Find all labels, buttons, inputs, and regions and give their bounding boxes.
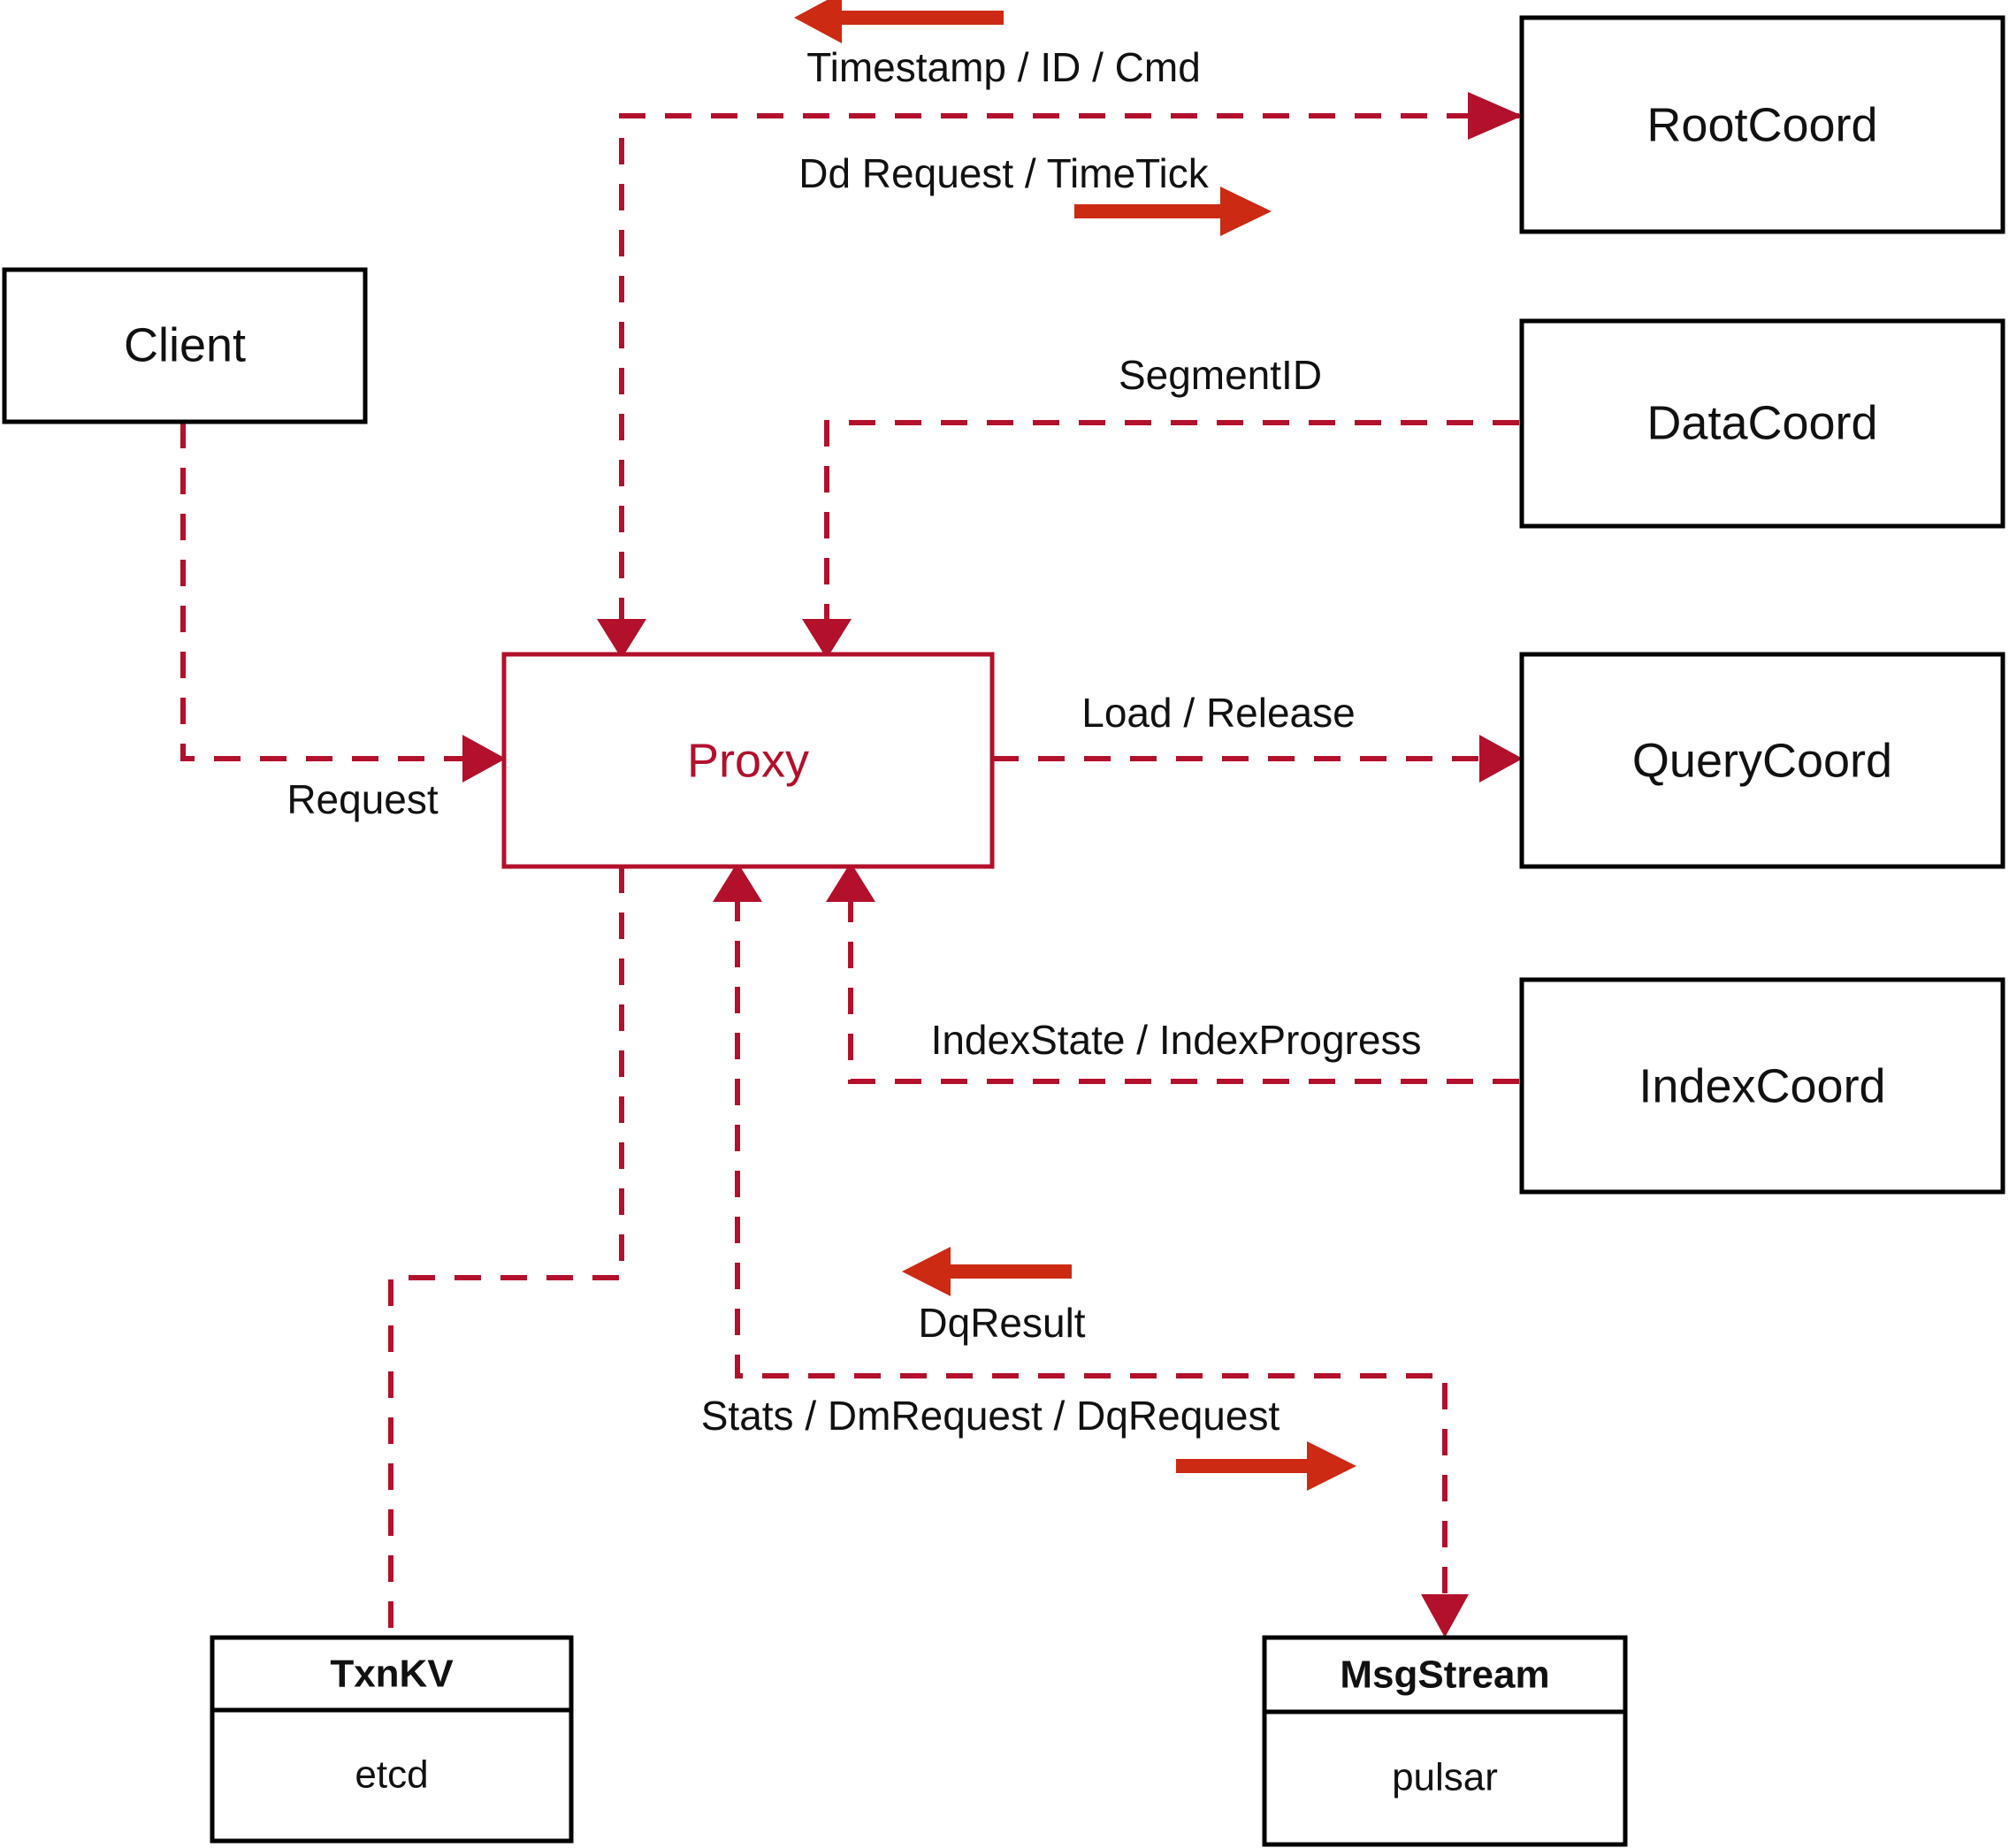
direction-arrow-head-3 xyxy=(902,1247,951,1296)
edge-label-request: Request xyxy=(286,776,439,822)
edge-label-dd-request-timetick: Dd Request / TimeTick xyxy=(798,150,1210,196)
direction-arrow-shaft-4 xyxy=(1176,1459,1307,1473)
edge-path-client-proxy xyxy=(180,422,477,761)
node-datacoord-label: DataCoord xyxy=(1646,396,1877,449)
node-msgstream-header-rect[interactable] xyxy=(1262,1635,1628,1714)
edge-path-rootcoord-proxy xyxy=(619,113,1519,628)
edge-path-proxy-msgstream xyxy=(735,895,1448,1609)
edge-proxy-msgstream xyxy=(713,862,1469,1638)
arrowhead-rootcoord-proxy xyxy=(597,619,646,659)
direction-arrow-head-1 xyxy=(794,0,842,43)
node-indexcoord-rect[interactable] xyxy=(1519,977,2005,1195)
node-indexcoord-label: IndexCoord xyxy=(1639,1059,1885,1112)
edge-label-segmentid: SegmentID xyxy=(1119,352,1322,398)
edge-label-indexstate-indexprogress: IndexState / IndexProgress xyxy=(931,1017,1422,1063)
node-datacoord[interactable]: DataCoord xyxy=(1519,318,2005,529)
node-rootcoord-rect[interactable] xyxy=(1519,15,2005,234)
node-proxy-label: Proxy xyxy=(687,734,809,787)
node-querycoord[interactable]: QueryCoord xyxy=(1519,652,2005,869)
direction-arrow-timestamp-id-cmd xyxy=(794,0,1004,43)
arrowhead-proxy-rootcoord xyxy=(1468,92,1523,140)
node-msgstream-body-rect[interactable] xyxy=(1262,1709,1628,1847)
node-proxy-rect[interactable] xyxy=(501,652,995,869)
edge-proxy-rootcoord xyxy=(1468,92,1523,140)
arrowhead-msgstream-proxy xyxy=(713,862,762,902)
edge-label-load-release: Load / Release xyxy=(1081,690,1355,736)
node-indexcoord[interactable]: IndexCoord xyxy=(1519,977,2005,1195)
arrowhead-datacoord-proxy xyxy=(802,619,852,659)
edge-path-indexcoord-proxy xyxy=(848,895,1519,1084)
direction-arrow-head-2 xyxy=(1220,187,1272,236)
node-datacoord-rect[interactable] xyxy=(1519,318,2005,529)
node-client-rect[interactable] xyxy=(2,267,368,424)
node-txnkv-label: TxnKV xyxy=(330,1653,454,1696)
edge-proxy-querycoord xyxy=(992,735,1523,783)
node-msgstream[interactable]: MsgStream pulsar xyxy=(1262,1635,1628,1847)
node-proxy[interactable]: Proxy xyxy=(501,652,995,869)
edge-indexcoord-proxy xyxy=(826,862,1519,1084)
node-msgstream-sublabel: pulsar xyxy=(1392,1756,1498,1799)
edge-datacoord-proxy xyxy=(802,420,1519,659)
direction-arrow-head-4 xyxy=(1307,1441,1356,1491)
node-txnkv[interactable]: TxnKV etcd xyxy=(210,1635,574,1844)
node-rootcoord-label: RootCoord xyxy=(1646,98,1877,151)
direction-arrow-dqresult xyxy=(902,1247,1072,1296)
direction-arrow-shaft-2 xyxy=(1074,204,1220,218)
node-txnkv-sublabel: etcd xyxy=(355,1753,428,1797)
edge-client-proxy xyxy=(180,422,506,783)
arrowhead-indexcoord-proxy xyxy=(826,862,875,902)
arrowhead-proxy-querycoord xyxy=(1479,735,1523,783)
node-client[interactable]: Client xyxy=(2,267,368,424)
arrowhead-proxy-msgstream xyxy=(1421,1594,1469,1638)
edge-path-proxy-txnkv xyxy=(388,867,624,1638)
direction-arrow-dd-request-timetick xyxy=(1074,187,1272,236)
node-client-label: Client xyxy=(124,318,246,371)
edge-proxy-txnkv xyxy=(388,867,624,1638)
edge-label-stats-dmrequest-dqrequest: Stats / DmRequest / DqRequest xyxy=(701,1393,1280,1439)
arrowhead-client-proxy xyxy=(462,735,506,783)
direction-arrow-shaft-3 xyxy=(951,1264,1072,1279)
edge-label-dqresult: DqResult xyxy=(918,1300,1085,1346)
node-querycoord-label: QueryCoord xyxy=(1632,734,1892,787)
edge-rootcoord-proxy xyxy=(597,113,1519,659)
direction-arrow-stats-dm-dq-request xyxy=(1176,1441,1356,1491)
node-rootcoord[interactable]: RootCoord xyxy=(1519,15,2005,234)
direction-arrow-shaft-1 xyxy=(842,11,1004,25)
node-querycoord-rect[interactable] xyxy=(1519,652,2005,869)
node-txnkv-body-rect[interactable] xyxy=(210,1707,574,1844)
node-msgstream-label: MsgStream xyxy=(1340,1653,1549,1697)
edge-label-timestamp-id-cmd: Timestamp / ID / Cmd xyxy=(806,44,1201,90)
edge-path-datacoord-proxy xyxy=(824,420,1519,628)
